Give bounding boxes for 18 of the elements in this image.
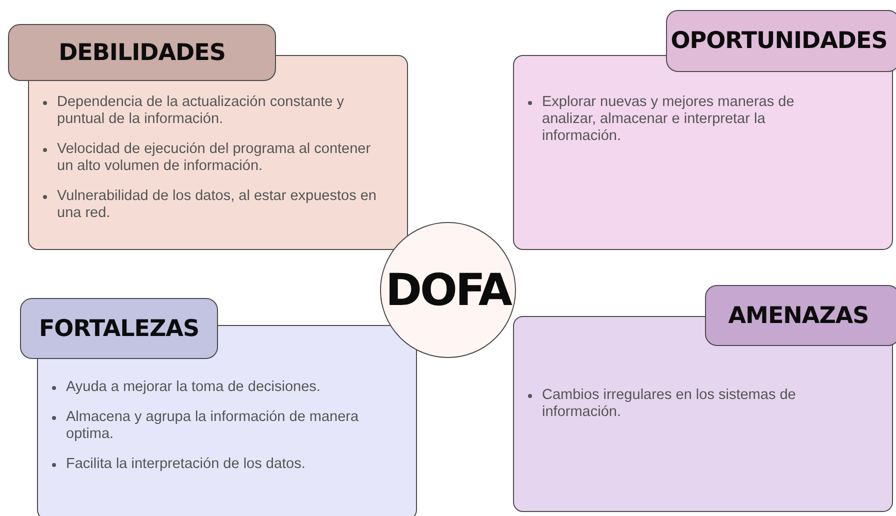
bullet-text: Dependencia de la actualización constante y puntual de la información. — [57, 94, 345, 128]
heading: AMENAZAS — [728, 302, 869, 328]
heading-tab — [705, 285, 896, 346]
bullet-text: Almacena y agrupa la información de manera optima. — [66, 409, 360, 443]
bullet-text: Ayuda a mejorar la toma de decisiones. — [66, 379, 320, 396]
content-panel — [513, 55, 893, 250]
heading-tab — [666, 10, 896, 72]
bullet-text: Explorar nuevas y mejores maneras de analizar, almacenar e interpretar la información. — [542, 94, 796, 145]
bullet-text: Facilita la interpretación de los datos. — [66, 456, 306, 473]
bullet-text: Vulnerabilidad de los datos, al estar expuestos en una red. — [57, 188, 378, 222]
heading: FORTALEZAS — [38, 316, 200, 342]
bullet-text: Velocidad de ejecución del programa al contener un alto volumen de información. — [57, 141, 372, 175]
bullet-text: Cambios irregulares en los sistemas de información. — [542, 387, 797, 421]
heading: OPORTUNIDADES — [670, 28, 888, 54]
heading-tab — [8, 24, 276, 81]
heading-tab — [20, 298, 218, 359]
center-title: DOFA — [386, 264, 510, 316]
heading: DEBILIDADES — [58, 40, 226, 66]
